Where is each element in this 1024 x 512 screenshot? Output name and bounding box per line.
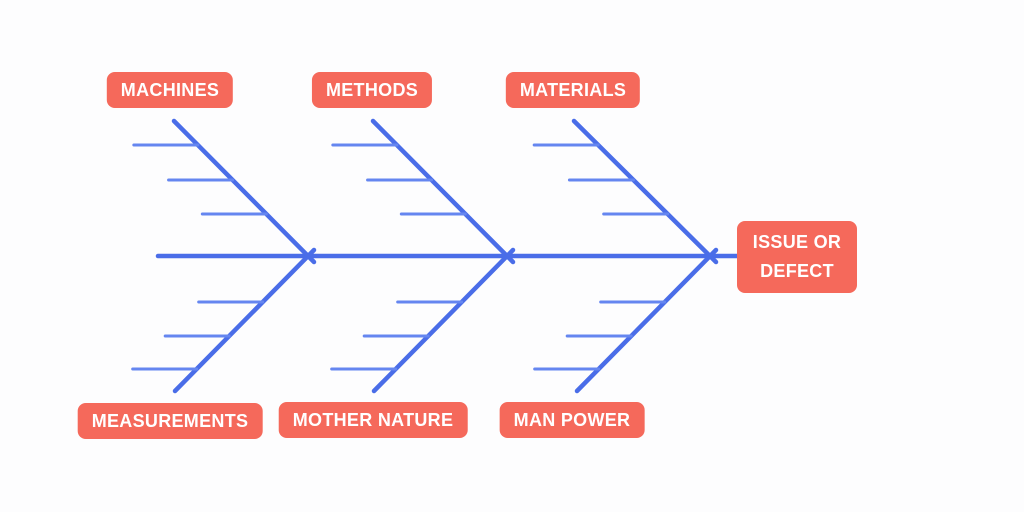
- cause-label-methods[interactable]: METHODS: [311, 72, 433, 108]
- cause-label-materials[interactable]: MATERIALS: [505, 72, 641, 108]
- top-bone-1: [171, 118, 317, 265]
- top-bone-2: [370, 118, 516, 265]
- bottom-bone-2: [371, 247, 516, 394]
- effect-label-issue-or-defect[interactable]: ISSUE OR DEFECT: [737, 221, 857, 293]
- bottom-bone-3: [574, 247, 719, 394]
- cause-label-mother-nature[interactable]: MOTHER NATURE: [278, 402, 468, 438]
- bottom-bone-1: [172, 247, 317, 394]
- top-bone-3: [571, 118, 719, 265]
- cause-label-man-power[interactable]: MAN POWER: [499, 402, 645, 438]
- cause-label-measurements[interactable]: MEASUREMENTS: [77, 403, 263, 439]
- cause-label-machines[interactable]: MACHINES: [106, 72, 234, 108]
